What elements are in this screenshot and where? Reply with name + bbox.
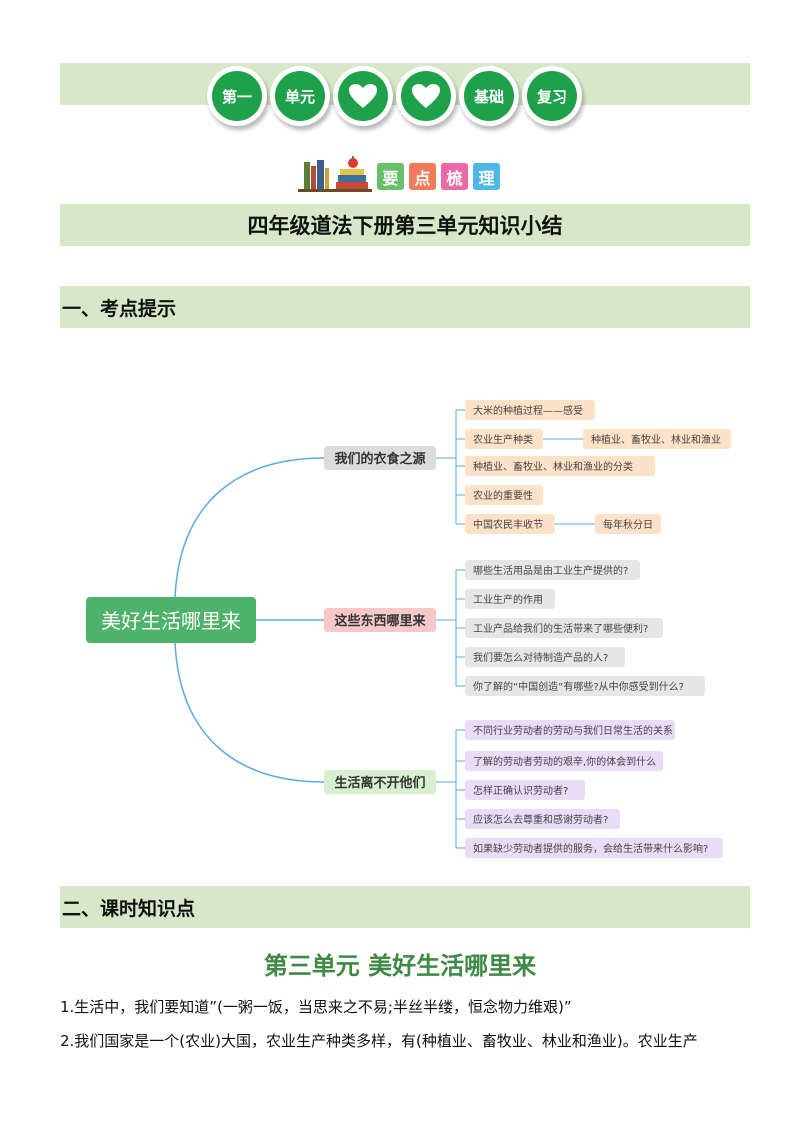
leaf-node-label: 哪些生活用品是由工业生产提供的?	[473, 564, 628, 577]
document-title: 四年级道法下册第三单元知识小结	[247, 214, 563, 238]
badge-5: 基础	[459, 66, 519, 126]
leaf-node	[465, 485, 543, 505]
badge-3	[333, 66, 393, 126]
branch-node	[324, 770, 436, 794]
heart-icon	[349, 84, 377, 108]
child-node-label: 每年秋分日	[603, 518, 653, 531]
key-points-logo: 要 点 梳 理	[298, 156, 500, 192]
mind-map: 美好生活哪里来我们的衣食之源大米的种植过程——感受农业生产种类种植业、畜牧业、林…	[86, 400, 731, 858]
badge-4	[396, 66, 456, 126]
leaf-node	[465, 647, 625, 667]
leaf-node	[465, 618, 663, 638]
leaf-node-label: 农业的重要性	[473, 489, 533, 502]
leaf-node	[465, 676, 705, 696]
leaf-node	[465, 838, 723, 858]
branch-node-label: 我们的衣食之源	[334, 451, 425, 467]
section-2-title: 二、课时知识点	[62, 897, 196, 920]
unit-badges: 第一 单元 基础 复习	[207, 66, 582, 126]
child-node-label: 种植业、畜牧业、林业和渔业	[591, 433, 721, 446]
connector-line	[174, 642, 325, 783]
leaf-node	[465, 780, 585, 800]
branch-bracket	[436, 570, 457, 686]
leaf-node	[465, 809, 620, 829]
leaf-node-label: 大米的种植过程——感受	[473, 404, 583, 417]
books-icon	[298, 156, 372, 192]
section-2-band: 二、课时知识点	[60, 886, 750, 928]
leaf-node-label: 不同行业劳动者的劳动与我们日常生活的关系	[473, 724, 673, 737]
badge-6: 复习	[522, 66, 582, 126]
branch-node-label: 这些东西哪里来	[334, 613, 426, 629]
section-1-band: 一、考点提示	[60, 286, 750, 328]
document-title-band: 四年级道法下册第三单元知识小结	[60, 204, 750, 246]
leaf-node-label: 种植业、畜牧业、林业和渔业的分类	[473, 460, 633, 473]
leaf-node	[465, 720, 675, 740]
leaf-node-label: 我们要怎么对待制造产品的人?	[473, 651, 608, 664]
leaf-node-label: 农业生产种类	[473, 433, 533, 446]
subtitle-char-3: 梳	[441, 163, 468, 190]
unit-title: 第三单元 美好生活哪里来	[263, 952, 537, 980]
leaf-node-label: 工业产品给我们的生活带来了哪些便利?	[473, 622, 648, 635]
badge-1: 第一	[207, 66, 267, 126]
leaf-node	[465, 456, 655, 476]
leaf-node	[465, 751, 663, 771]
connector-line	[174, 457, 325, 598]
leaf-node-label: 你了解的“中国创造”有哪些?从中你感受到什么?	[473, 680, 684, 693]
branch-node	[324, 608, 436, 632]
branch-bracket	[436, 730, 457, 848]
leaf-node	[465, 429, 543, 449]
child-node	[595, 514, 661, 534]
section-1-title: 一、考点提示	[62, 297, 177, 320]
leaf-node-label: 应该怎么去尊重和感谢劳动者?	[473, 813, 608, 826]
subtitle-char-4: 理	[473, 163, 500, 190]
leaf-node-label: 怎样正确认识劳动者?	[473, 784, 568, 797]
branch-node	[324, 446, 436, 470]
root-node-label: 美好生活哪里来	[101, 609, 241, 633]
badge-2: 单元	[270, 66, 330, 126]
leaf-node-label: 了解的劳动者劳动的艰辛,你的体会到什么	[473, 755, 656, 768]
leaf-node	[465, 514, 555, 534]
leaf-node	[465, 400, 595, 420]
heart-icon	[412, 84, 440, 108]
subtitle-char-2: 点	[409, 163, 436, 190]
leaf-node-label: 如果缺少劳动者提供的服务，会给生活带来什么影响?	[473, 842, 708, 855]
leaf-node	[465, 589, 555, 609]
branch-bracket	[436, 410, 457, 524]
root-node	[86, 597, 256, 643]
leaf-node-label: 工业生产的作用	[473, 593, 543, 606]
leaf-node	[465, 560, 640, 580]
branch-node-label: 生活离不开他们	[334, 775, 425, 791]
leaf-node-label: 中国农民丰收节	[473, 518, 543, 531]
paragraph-2: 2.我们国家是一个(农业)大国，农业生产种类多样，有(种植业、畜牧业、林业和渔业…	[60, 1032, 698, 1050]
subtitle-char-1: 要	[377, 163, 404, 190]
child-node	[583, 429, 731, 449]
paragraph-1: 1.生活中，我们要知道”(一粥一饭，当思来之不易;半丝半缕，恒念物力维艰)”	[60, 998, 572, 1016]
